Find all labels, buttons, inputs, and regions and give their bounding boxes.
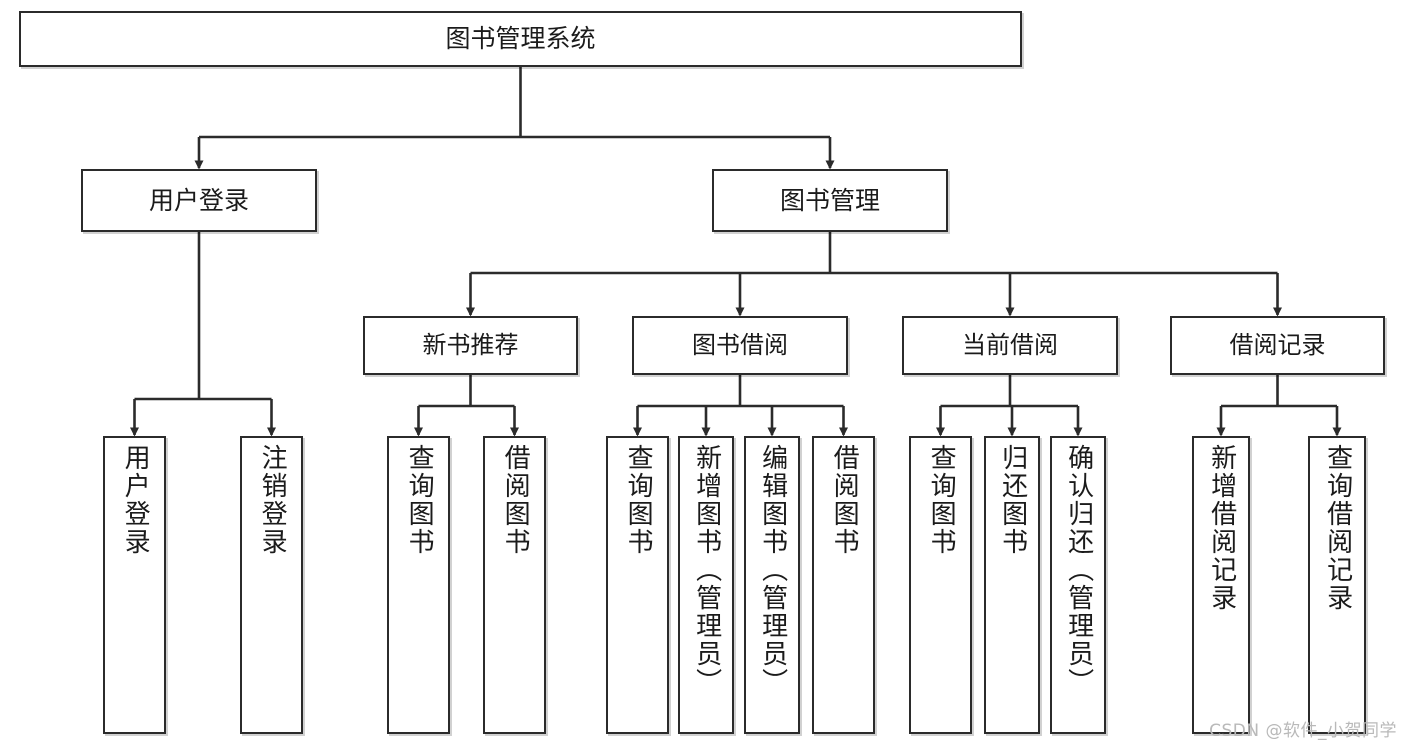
node-label: 归还图书 [997,444,1028,556]
node-label: 图书借阅 [692,331,788,360]
leaf-node-borrow-book-recommend[interactable]: 借阅图书 [483,436,546,734]
node-book-management[interactable]: 图书管理 [712,169,948,232]
node-label: 用户登录 [120,444,151,556]
node-label: 注销登录 [257,444,288,556]
node-label: 借阅记录 [1229,331,1326,360]
leaf-node-query-book-recommend[interactable]: 查询图书 [387,436,450,734]
leaf-node-query-borrow-record[interactable]: 查询借阅记录 [1308,436,1366,734]
leaf-node-user-login[interactable]: 用户登录 [103,436,166,734]
node-user-login[interactable]: 用户登录 [81,169,317,232]
node-label: 查询借阅记录 [1322,444,1353,612]
node-book-borrow[interactable]: 图书借阅 [632,316,848,375]
node-borrow-record[interactable]: 借阅记录 [1170,316,1385,375]
node-new-book-recommend[interactable]: 新书推荐 [363,316,578,375]
node-label: 借阅图书 [829,444,860,556]
leaf-node-return-book[interactable]: 归还图书 [984,436,1040,734]
node-label: 编辑图书（管理员） [757,444,788,696]
node-label: 查询图书 [926,444,957,556]
node-label: 图书管理系统 [445,24,596,53]
node-label: 当前借阅 [962,331,1058,360]
node-label: 借阅图书 [500,444,531,556]
leaf-node-query-book-borrow[interactable]: 查询图书 [606,436,669,734]
leaf-node-add-book-admin[interactable]: 新增图书（管理员） [678,436,734,734]
node-label: 查询图书 [623,444,654,556]
leaf-node-query-book-current[interactable]: 查询图书 [909,436,972,734]
leaf-node-borrow-book[interactable]: 借阅图书 [812,436,875,734]
leaf-node-edit-book-admin[interactable]: 编辑图书（管理员） [744,436,800,734]
node-label: 确认归还（管理员） [1063,444,1094,696]
leaf-node-confirm-return-admin[interactable]: 确认归还（管理员） [1050,436,1106,734]
leaf-node-user-logout[interactable]: 注销登录 [240,436,303,734]
leaf-node-add-borrow-record[interactable]: 新增借阅记录 [1192,436,1250,734]
node-label: 用户登录 [148,185,249,215]
node-label: 新增图书（管理员） [691,444,722,696]
node-label: 查询图书 [404,444,435,556]
node-current-borrow[interactable]: 当前借阅 [902,316,1118,375]
node-label: 新增借阅记录 [1206,444,1237,612]
node-label: 图书管理 [779,185,880,215]
node-root-book-management-system[interactable]: 图书管理系统 [19,11,1022,67]
node-label: 新书推荐 [422,331,519,360]
